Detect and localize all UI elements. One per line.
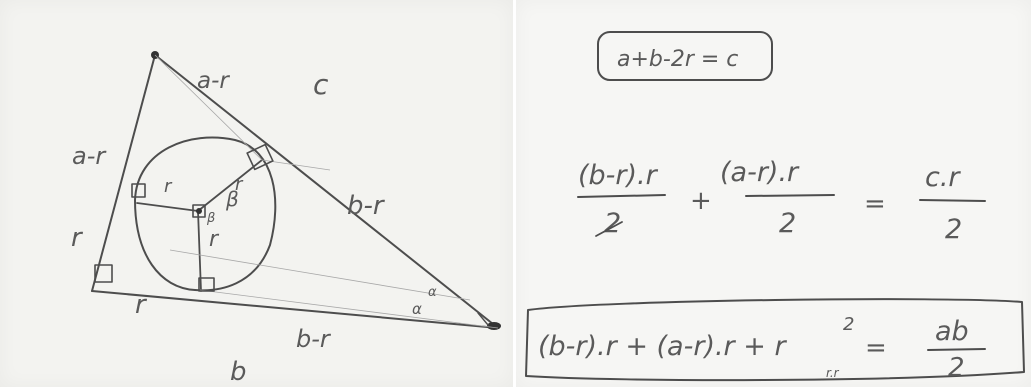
final-rhs-bar xyxy=(927,348,986,351)
right-angle-mark-corner xyxy=(94,264,113,283)
equals-sign-1: = xyxy=(864,189,886,219)
radius-left xyxy=(136,202,199,212)
radius-upper xyxy=(197,159,263,212)
label-left-r: r xyxy=(71,223,84,253)
label-top-right-a-r: a-r xyxy=(197,68,230,94)
label-alpha-small: α xyxy=(428,285,437,300)
construction-lines xyxy=(154,54,499,329)
right-paper-sheet xyxy=(516,0,1031,387)
final-rhs-numerator: ab xyxy=(935,316,969,347)
final-exponent: 2 xyxy=(843,314,854,335)
term2-fraction-bar xyxy=(745,194,835,197)
term2-numerator: (a-r).r xyxy=(720,157,800,188)
final-rhs-denominator: 2 xyxy=(948,353,965,383)
incircle xyxy=(134,136,277,292)
term1-fraction-bar xyxy=(577,194,666,198)
label-r-center-radius: r xyxy=(209,227,220,252)
rhs-numerator: c.r xyxy=(925,162,961,193)
rhs-fraction-bar xyxy=(919,199,986,202)
angle-tick-right xyxy=(477,312,489,326)
final-lhs: (b-r).r + (a-r).r + r xyxy=(538,331,787,362)
plus-sign: + xyxy=(690,186,712,216)
rhs-denominator: 2 xyxy=(945,214,962,245)
label-bottom-r: r xyxy=(135,290,148,320)
final-equation-frame xyxy=(525,298,1025,382)
label-bottom-b-r: b-r xyxy=(296,325,332,353)
triangle-figure: a-r c a-r b-r r r b-r b β β r r r α α xyxy=(71,51,501,387)
term2-denominator: 2 xyxy=(779,208,796,239)
final-note: r.r xyxy=(826,366,840,380)
label-right-b-r: b-r xyxy=(347,191,386,221)
label-left-a-r: a-r xyxy=(72,142,107,170)
equations-area: a+b-2r = c (b-r).r 2 + (a-r).r 2 = c.r 2… xyxy=(525,31,1025,383)
right-angle-mark-left xyxy=(131,183,146,198)
boxed-equation-frame xyxy=(597,31,773,81)
label-r-upper-radius: r xyxy=(235,174,244,195)
label-alpha-corner: α xyxy=(412,300,422,318)
term1-strike xyxy=(595,221,623,237)
bottom-leg-line xyxy=(91,290,499,329)
term1-denominator: 2 xyxy=(604,208,621,239)
equals-sign-2: = xyxy=(865,333,887,363)
term1-numerator: (b-r).r xyxy=(578,160,659,191)
right-angle-mark-upper xyxy=(246,143,274,171)
right-angle-mark-center xyxy=(192,204,206,218)
left-leg-line xyxy=(91,54,156,292)
label-b-outside: b xyxy=(230,357,247,387)
incenter-dot xyxy=(196,208,202,214)
right-angle-mark-bottom xyxy=(198,277,215,292)
label-r-left-radius: r xyxy=(164,176,173,197)
label-c-upper: c xyxy=(313,68,329,101)
label-beta-center: β xyxy=(206,211,215,226)
boxed-equation: a+b-2r = c xyxy=(617,47,738,72)
label-beta-upper: β xyxy=(225,187,239,211)
hypotenuse-line xyxy=(154,54,499,329)
right-vertex-dot xyxy=(487,322,501,330)
